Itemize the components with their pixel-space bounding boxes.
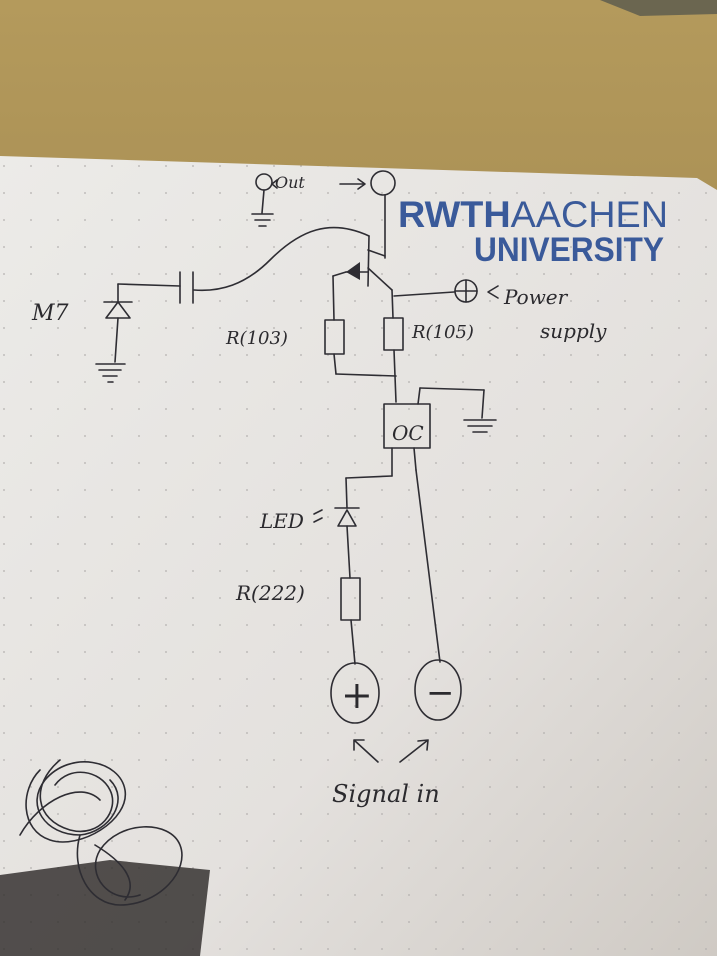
signal-in-label: Signal in (332, 780, 440, 808)
shadow (0, 860, 210, 956)
logo-rwth: RWTH (398, 194, 511, 235)
capacitor (117, 226, 370, 304)
transistor-arrow (346, 262, 360, 280)
r222-label: R(222) (235, 581, 305, 605)
svg-text:RWTHAACHEN: RWTHAACHEN (398, 194, 668, 235)
transistor (345, 194, 393, 291)
oc-label: OC (392, 421, 424, 445)
logo-aachen: AACHEN (511, 194, 668, 235)
oc-box (383, 403, 431, 449)
out-label: Out (275, 173, 305, 192)
optocoupler: OC (345, 387, 497, 663)
resistor-r222: R(222) (235, 577, 361, 665)
plus-terminal (330, 662, 380, 724)
output-section: Out (251, 170, 396, 227)
supply-label: supply (540, 319, 607, 343)
power-supply: Power supply (393, 279, 607, 343)
minus-label: − (426, 673, 455, 713)
scribble (19, 759, 183, 906)
minus-terminal (414, 659, 462, 721)
rwth-logo: RWTHAACHEN UNIVERSITY (398, 194, 668, 269)
logo-university: UNIVERSITY (474, 231, 664, 269)
led: LED (259, 477, 360, 579)
r105-label: R(105) (411, 322, 474, 343)
corner-object (600, 0, 717, 16)
led-label: LED (259, 509, 304, 533)
diode-m7: M7 (31, 283, 133, 383)
resistor-network: R(103) R(105) (225, 271, 474, 403)
signal-inputs: + − Signal in (330, 659, 462, 808)
r103-label: R(103) (225, 328, 288, 349)
m7-label: M7 (31, 301, 69, 326)
paper-dot-grid (0, 156, 717, 956)
plus-label: + (341, 673, 373, 717)
power-label: Power (503, 285, 569, 309)
